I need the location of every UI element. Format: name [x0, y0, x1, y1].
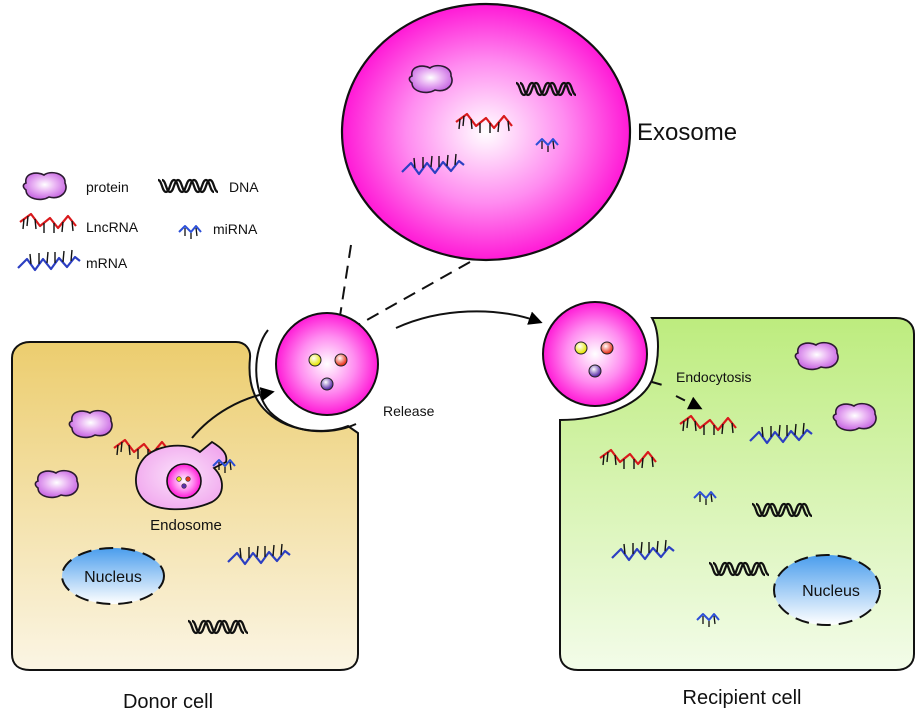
- zoom-line-right: [357, 261, 471, 326]
- legend-dna-label: DNA: [229, 179, 259, 195]
- caption-donor: Donor cell: [123, 691, 213, 713]
- legend-lncrna-label: LncRNA: [86, 219, 139, 235]
- transfer-arrow: [395, 310, 543, 329]
- endosome-vesicle: [166, 463, 202, 499]
- legend-lncrna-icon: [18, 212, 78, 235]
- recipient-protein-icon: [794, 341, 839, 371]
- legend-mirna-icon: [178, 225, 202, 240]
- legend-protein-label: protein: [86, 179, 129, 195]
- endosome-label: Endosome: [150, 517, 222, 534]
- recipient-nucleus-label: Nucleus: [802, 583, 860, 600]
- endocytosis-label: Endocytosis: [676, 369, 751, 385]
- recipient-protein-icon: [832, 402, 877, 432]
- cargo-dot: [176, 476, 182, 482]
- caption-recipient: Recipient cell: [683, 687, 802, 709]
- cargo-dot: [574, 341, 588, 355]
- incoming-exosome: [542, 301, 648, 407]
- donor-protein-icon: [68, 409, 113, 439]
- cargo-dot: [181, 483, 187, 489]
- cargo-dot: [185, 476, 191, 482]
- release-pocket: [255, 329, 357, 433]
- legend: protein DNA LncRNA miRNA mRNA: [16, 171, 259, 272]
- cargo-dot: [308, 353, 322, 367]
- release-label: Release: [383, 403, 435, 419]
- cargo-dot: [600, 341, 614, 355]
- legend-mrna-icon: [16, 248, 82, 272]
- legend-mrna-label: mRNA: [86, 255, 128, 271]
- exosome-label: Exosome: [637, 119, 737, 146]
- cargo-dot: [334, 353, 348, 367]
- donor-nucleus: [61, 547, 165, 605]
- released-exosome: [275, 312, 379, 416]
- recipient-nucleus: [773, 554, 881, 626]
- donor-nucleus-label: Nucleus: [84, 569, 142, 586]
- legend-protein-icon: [22, 171, 67, 201]
- endocytosis-arrow: [651, 381, 700, 408]
- release-arrow: [191, 387, 275, 439]
- legend-mirna-label: miRNA: [213, 221, 258, 237]
- legend-dna-icon: [156, 178, 220, 194]
- zoom-line-left: [339, 244, 352, 317]
- donor-protein-icon: [34, 469, 79, 499]
- cargo-dot: [588, 364, 602, 378]
- exosome-large: [340, 2, 632, 262]
- protein-icon: [408, 64, 453, 94]
- cargo-dot: [320, 377, 334, 391]
